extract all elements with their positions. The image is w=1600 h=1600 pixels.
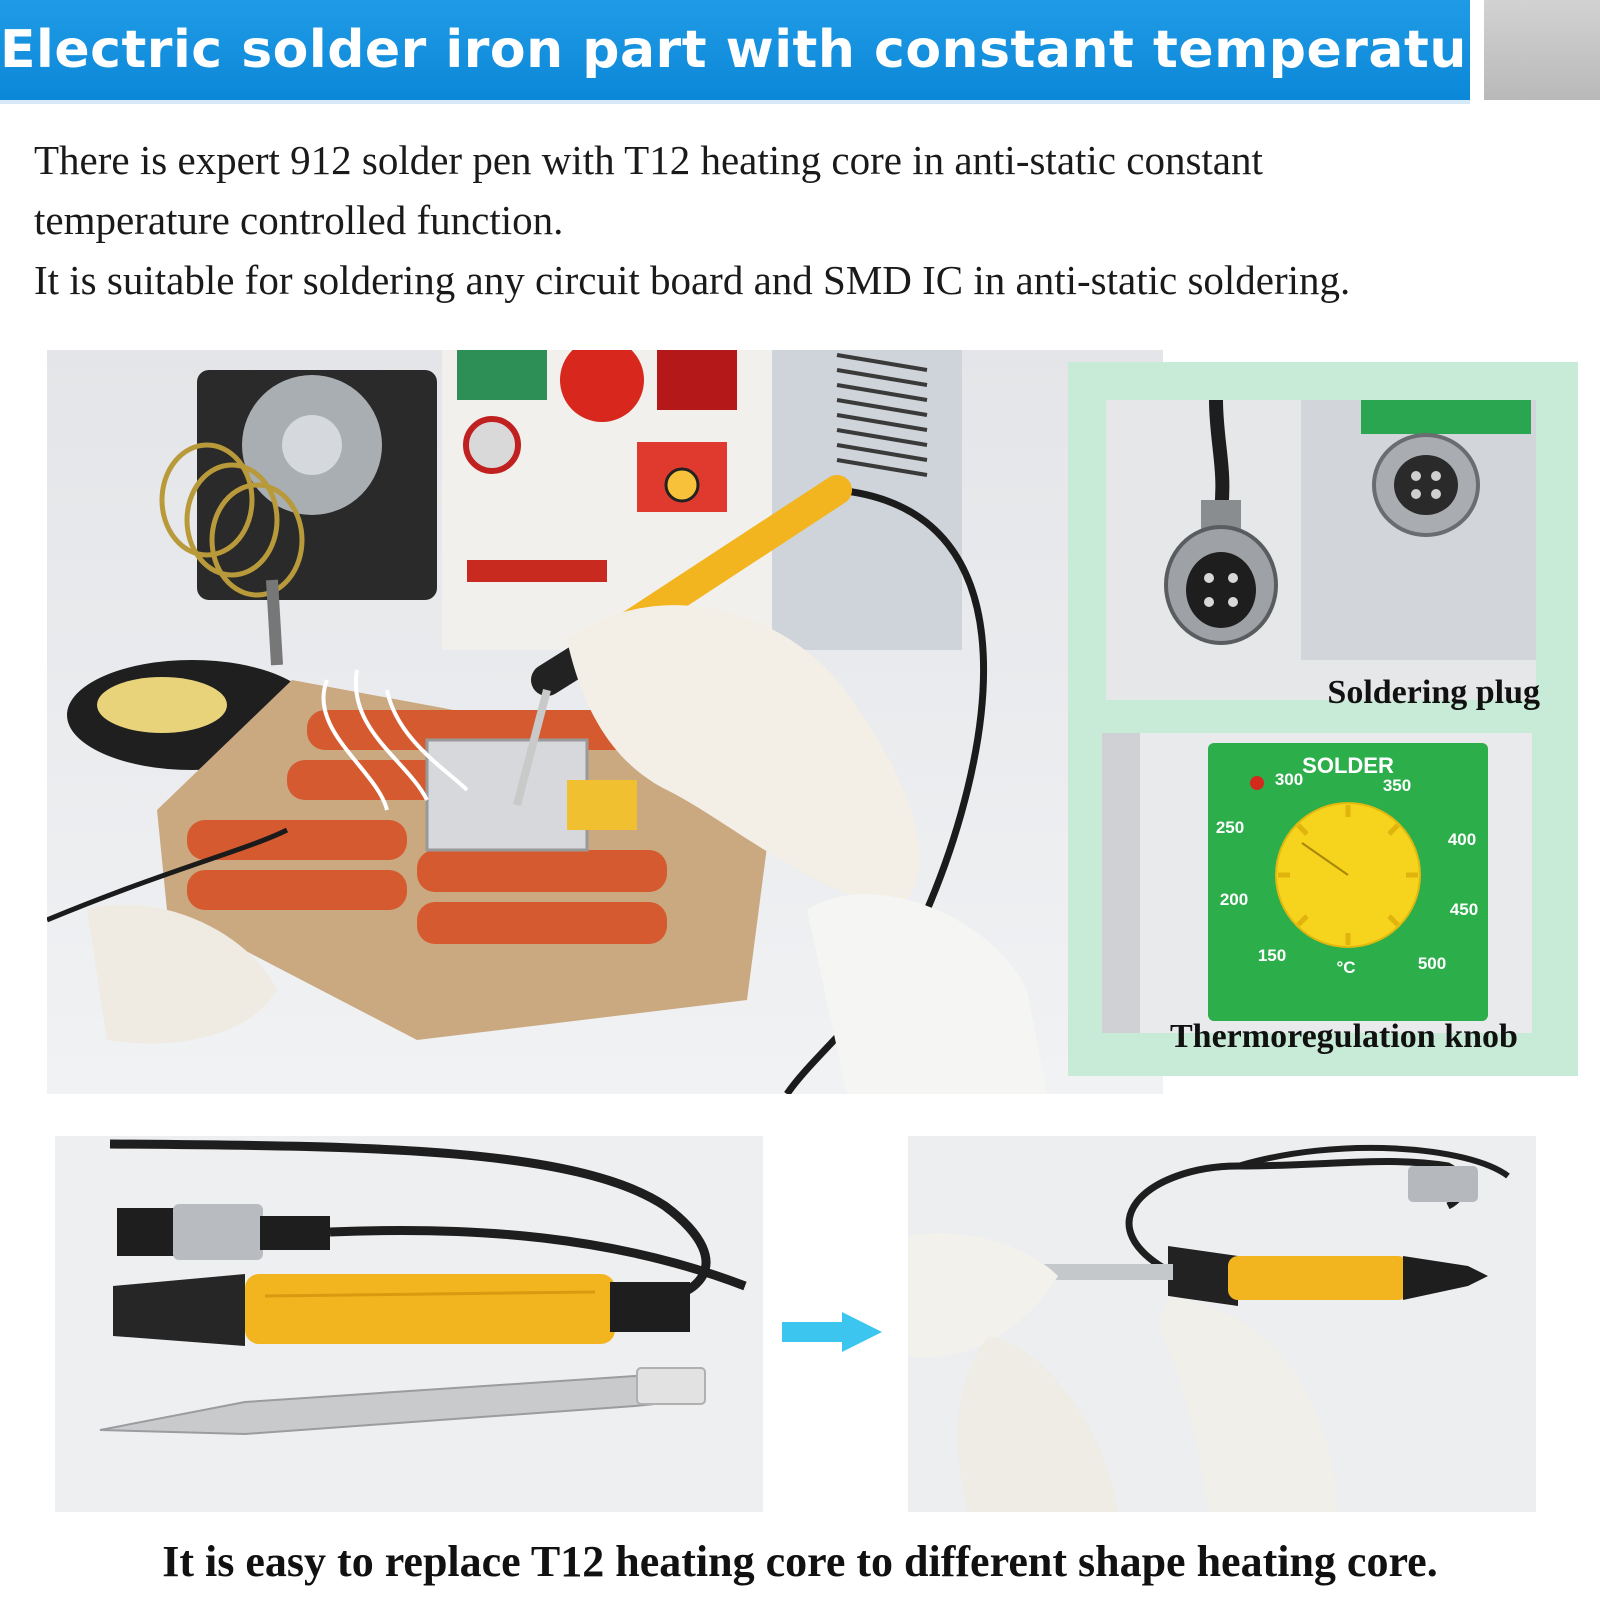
knob-scale-150: 150: [1258, 946, 1286, 965]
intro-line-1: There is expert 912 solder pen with T12 …: [34, 137, 1263, 183]
header-banner: Electric solder iron part with constant …: [0, 0, 1529, 100]
intro-line-3: It is suitable for soldering any circuit…: [34, 257, 1351, 303]
knob-scale-250: 250: [1216, 818, 1244, 837]
knob-scale-350: 350: [1383, 776, 1411, 795]
header-banner-end: [1470, 0, 1600, 100]
thermoregulation-knob-photo: SOLDER 150 200 250 300 350 400 450 500 °…: [1102, 733, 1532, 1033]
knob-scale-500: 500: [1418, 954, 1446, 973]
thermoregulation-knob-caption: Thermoregulation knob: [1170, 1018, 1518, 1055]
workbench-photo: [47, 350, 1163, 1094]
knob-scale-400: 400: [1448, 830, 1476, 849]
iron-and-tip-photo: [55, 1136, 763, 1512]
knob-scale-200: 200: [1220, 890, 1248, 909]
soldering-plug-caption: Soldering plug: [1327, 674, 1540, 711]
replacing-tip-photo: [908, 1136, 1536, 1512]
intro-text: There is expert 912 solder pen with T12 …: [34, 130, 1574, 310]
knob-brand-label: SOLDER: [1302, 753, 1394, 778]
knob-scale-300: 300: [1275, 770, 1303, 789]
soldering-plug-photo: [1106, 400, 1536, 700]
knob-unit-label: °C: [1336, 958, 1355, 977]
page-title: Electric solder iron part with constant …: [0, 20, 1529, 80]
footer-caption: It is easy to replace T12 heating core t…: [162, 1537, 1438, 1586]
replace-arrow-icon: [782, 1312, 882, 1352]
knob-scale-450: 450: [1450, 900, 1478, 919]
intro-line-2: temperature controlled function.: [34, 197, 564, 243]
